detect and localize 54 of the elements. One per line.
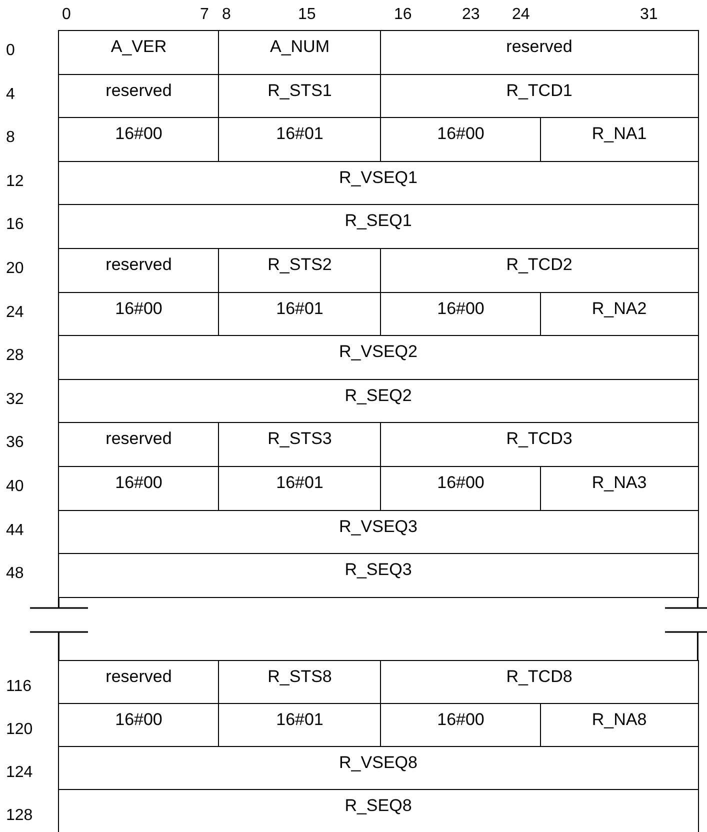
register-field: R_NA1: [540, 117, 698, 162]
byte-offset: 8: [6, 129, 15, 148]
register-field: R_VSEQ1: [58, 160, 698, 206]
register-field: R_SEQ8: [58, 789, 698, 832]
register-field: reserved: [380, 30, 698, 76]
byte-offset: 120: [6, 721, 33, 739]
byte-offset: 0: [6, 42, 15, 60]
byte-offset: 116: [6, 678, 32, 696]
byte-offset: 12: [6, 172, 24, 191]
register-field: R_TCD1: [380, 74, 698, 119]
byte-offset: 44: [6, 522, 24, 540]
register-field: R_STS3: [218, 422, 382, 468]
bit-number: 23: [462, 6, 480, 24]
bit-number: 8: [222, 6, 231, 24]
register-field: R_TCD3: [380, 422, 698, 468]
register-field: R_VSEQ8: [58, 746, 698, 790]
register-field: 16#01: [218, 703, 382, 748]
register-field: R_NA2: [540, 292, 698, 337]
register-field: A_NUM: [218, 30, 382, 76]
byte-offset: 40: [6, 478, 24, 496]
byte-offset: 124: [6, 764, 33, 782]
register-field: reserved: [58, 422, 220, 468]
bit-number: 0: [62, 6, 71, 24]
byte-offset: 36: [6, 434, 24, 452]
bit-number: 31: [640, 6, 658, 24]
register-field: R_SEQ2: [58, 378, 698, 424]
register-field: reserved: [58, 660, 220, 704]
byte-offset: 28: [6, 347, 24, 366]
register-field: 16#00: [58, 703, 220, 748]
byte-offset: 24: [6, 304, 24, 322]
byte-offset: 128: [6, 807, 33, 825]
register-field: R_VSEQ2: [58, 335, 698, 380]
register-field: R_NA8: [540, 703, 698, 748]
register-field: 16#00: [380, 703, 542, 748]
byte-offset: 4: [6, 86, 15, 104]
byte-offset: 16: [6, 216, 24, 234]
bit-number: 15: [298, 6, 316, 24]
register-field: R_TCD2: [380, 248, 698, 294]
register-field: R_SEQ1: [58, 204, 698, 250]
register-field: R_TCD8: [380, 660, 698, 704]
register-field: 16#01: [218, 117, 382, 162]
byte-offset: 20: [6, 260, 24, 278]
byte-offset: 32: [6, 390, 24, 409]
register-field: 16#00: [380, 117, 542, 162]
register-field: R_STS8: [218, 660, 382, 704]
bit-number: 7: [200, 6, 209, 24]
bit-number: 24: [512, 6, 530, 24]
register-field: R_SEQ3: [58, 553, 698, 598]
bit-number: 16: [394, 6, 412, 24]
register-field: R_VSEQ3: [58, 510, 698, 555]
register-field: R_NA3: [540, 466, 698, 512]
register-field: A_VER: [58, 30, 220, 76]
register-field: 16#00: [58, 117, 220, 162]
byte-offset: 48: [6, 565, 24, 584]
